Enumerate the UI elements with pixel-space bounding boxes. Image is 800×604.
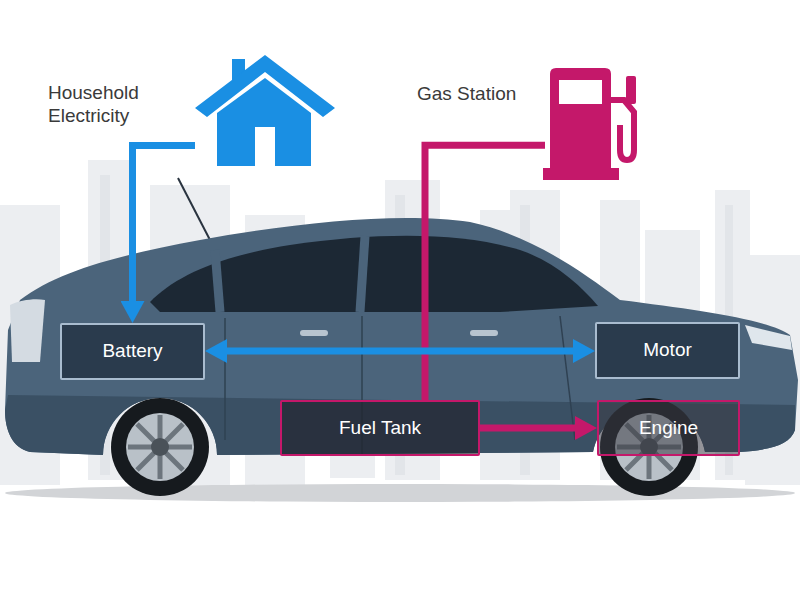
gas-pump-icon (543, 68, 636, 180)
house-icon (195, 55, 335, 166)
c-pillar (215, 250, 220, 312)
flow-connector (425, 145, 545, 400)
antenna (178, 178, 210, 240)
source-label: Gas Station (417, 83, 527, 106)
engine-box: Engine (597, 400, 740, 456)
part-label: Fuel Tank (339, 417, 421, 440)
battery-box: Battery (60, 323, 205, 380)
source-label: Household Electricity (48, 82, 168, 128)
b-pillar (360, 236, 365, 312)
head-light (745, 325, 792, 350)
flow-connector (480, 425, 585, 432)
flow-connector (133, 145, 196, 311)
door-lines (225, 316, 575, 455)
part-label: Motor (643, 339, 692, 362)
part-label: Battery (102, 340, 162, 363)
car-windows (150, 236, 598, 312)
gas-station-node: Gas Station (545, 68, 645, 180)
door-handle (470, 330, 498, 336)
motor-box: Motor (595, 322, 740, 379)
rear-wheel (111, 398, 209, 496)
fuel-tank-box: Fuel Tank (280, 400, 480, 456)
door-handle (300, 330, 328, 336)
part-label: Engine (639, 417, 698, 440)
tail-light (10, 299, 45, 362)
house-node: Household Electricity (195, 55, 335, 168)
flow-connector (217, 348, 583, 355)
